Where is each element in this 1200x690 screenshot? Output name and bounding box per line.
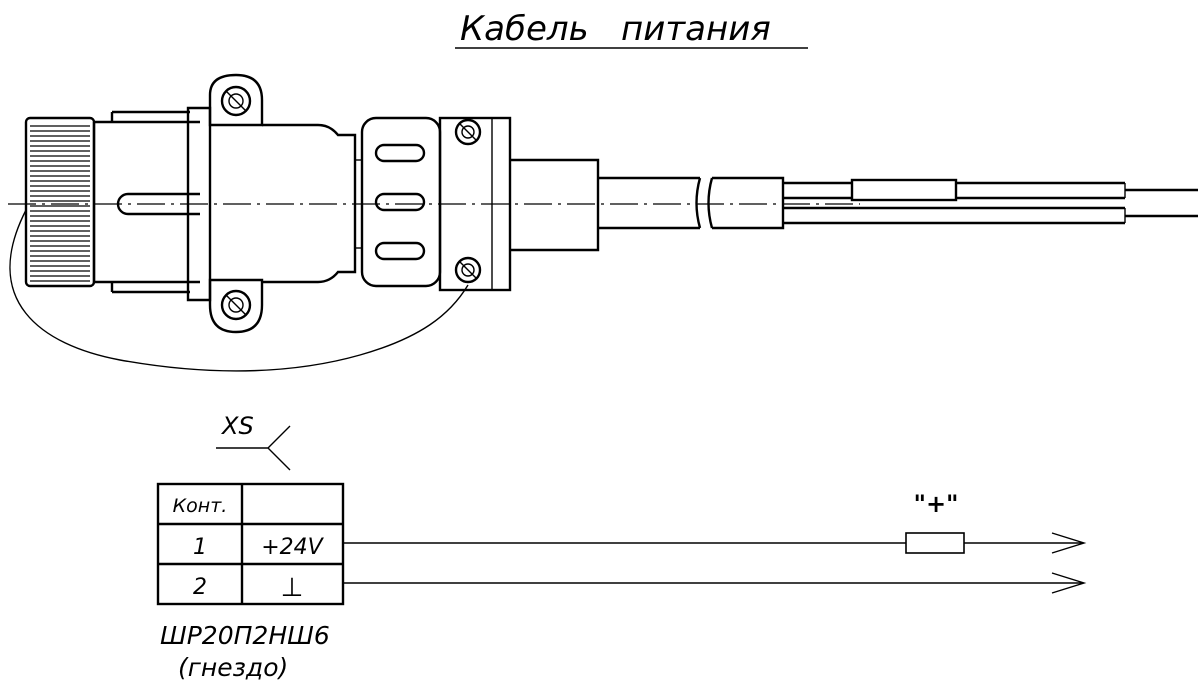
connector-assembly: [8, 73, 1198, 372]
polarity-label: "+": [913, 490, 958, 518]
clamp-screw-bottom: [454, 256, 482, 284]
table-row-1-signal: +24V: [261, 535, 324, 560]
knurl-lines: [30, 125, 90, 282]
clamp-screw-top: [454, 118, 482, 146]
connector-type-label: ШР20П2НШ6: [160, 621, 330, 650]
knurled-nut: [24, 116, 96, 288]
coupling-ring: [355, 116, 442, 288]
safety-lanyard: [9, 209, 469, 372]
cable-wires: [783, 178, 1198, 225]
table-row-2-signal: ⊥: [281, 573, 304, 603]
table-row-1-contact: 1: [193, 535, 207, 560]
cable-jacket: [598, 176, 702, 230]
schematic: XS Конт. 1 +24V 2 ⊥ "+" ШР20П2НШ6 (: [156, 412, 1087, 682]
line-contact-1: "+": [343, 490, 1087, 554]
mounting-flange: [186, 73, 264, 334]
body-shoulder: [110, 110, 190, 294]
cable-gland: [510, 158, 600, 252]
flange-screw-top: [220, 85, 252, 117]
wire-marker-sleeve: [850, 178, 958, 202]
socket-symbol: [216, 425, 291, 471]
marker-sleeve-symbol: [905, 532, 965, 554]
pinout-table: Конт. 1 +24V 2 ⊥: [156, 482, 345, 606]
table-header-contact: Конт.: [173, 495, 228, 517]
connector-body: [92, 120, 200, 284]
line-contact-2: [343, 572, 1087, 594]
table-row-2-contact: 2: [193, 575, 207, 600]
drawing-title: Кабель питания: [460, 9, 771, 49]
flange-screw-bottom: [220, 289, 252, 321]
cable-jacket-cont: [707, 176, 785, 230]
connector-kind-label: (гнездо): [178, 653, 288, 682]
designator-label: XS: [220, 412, 254, 440]
